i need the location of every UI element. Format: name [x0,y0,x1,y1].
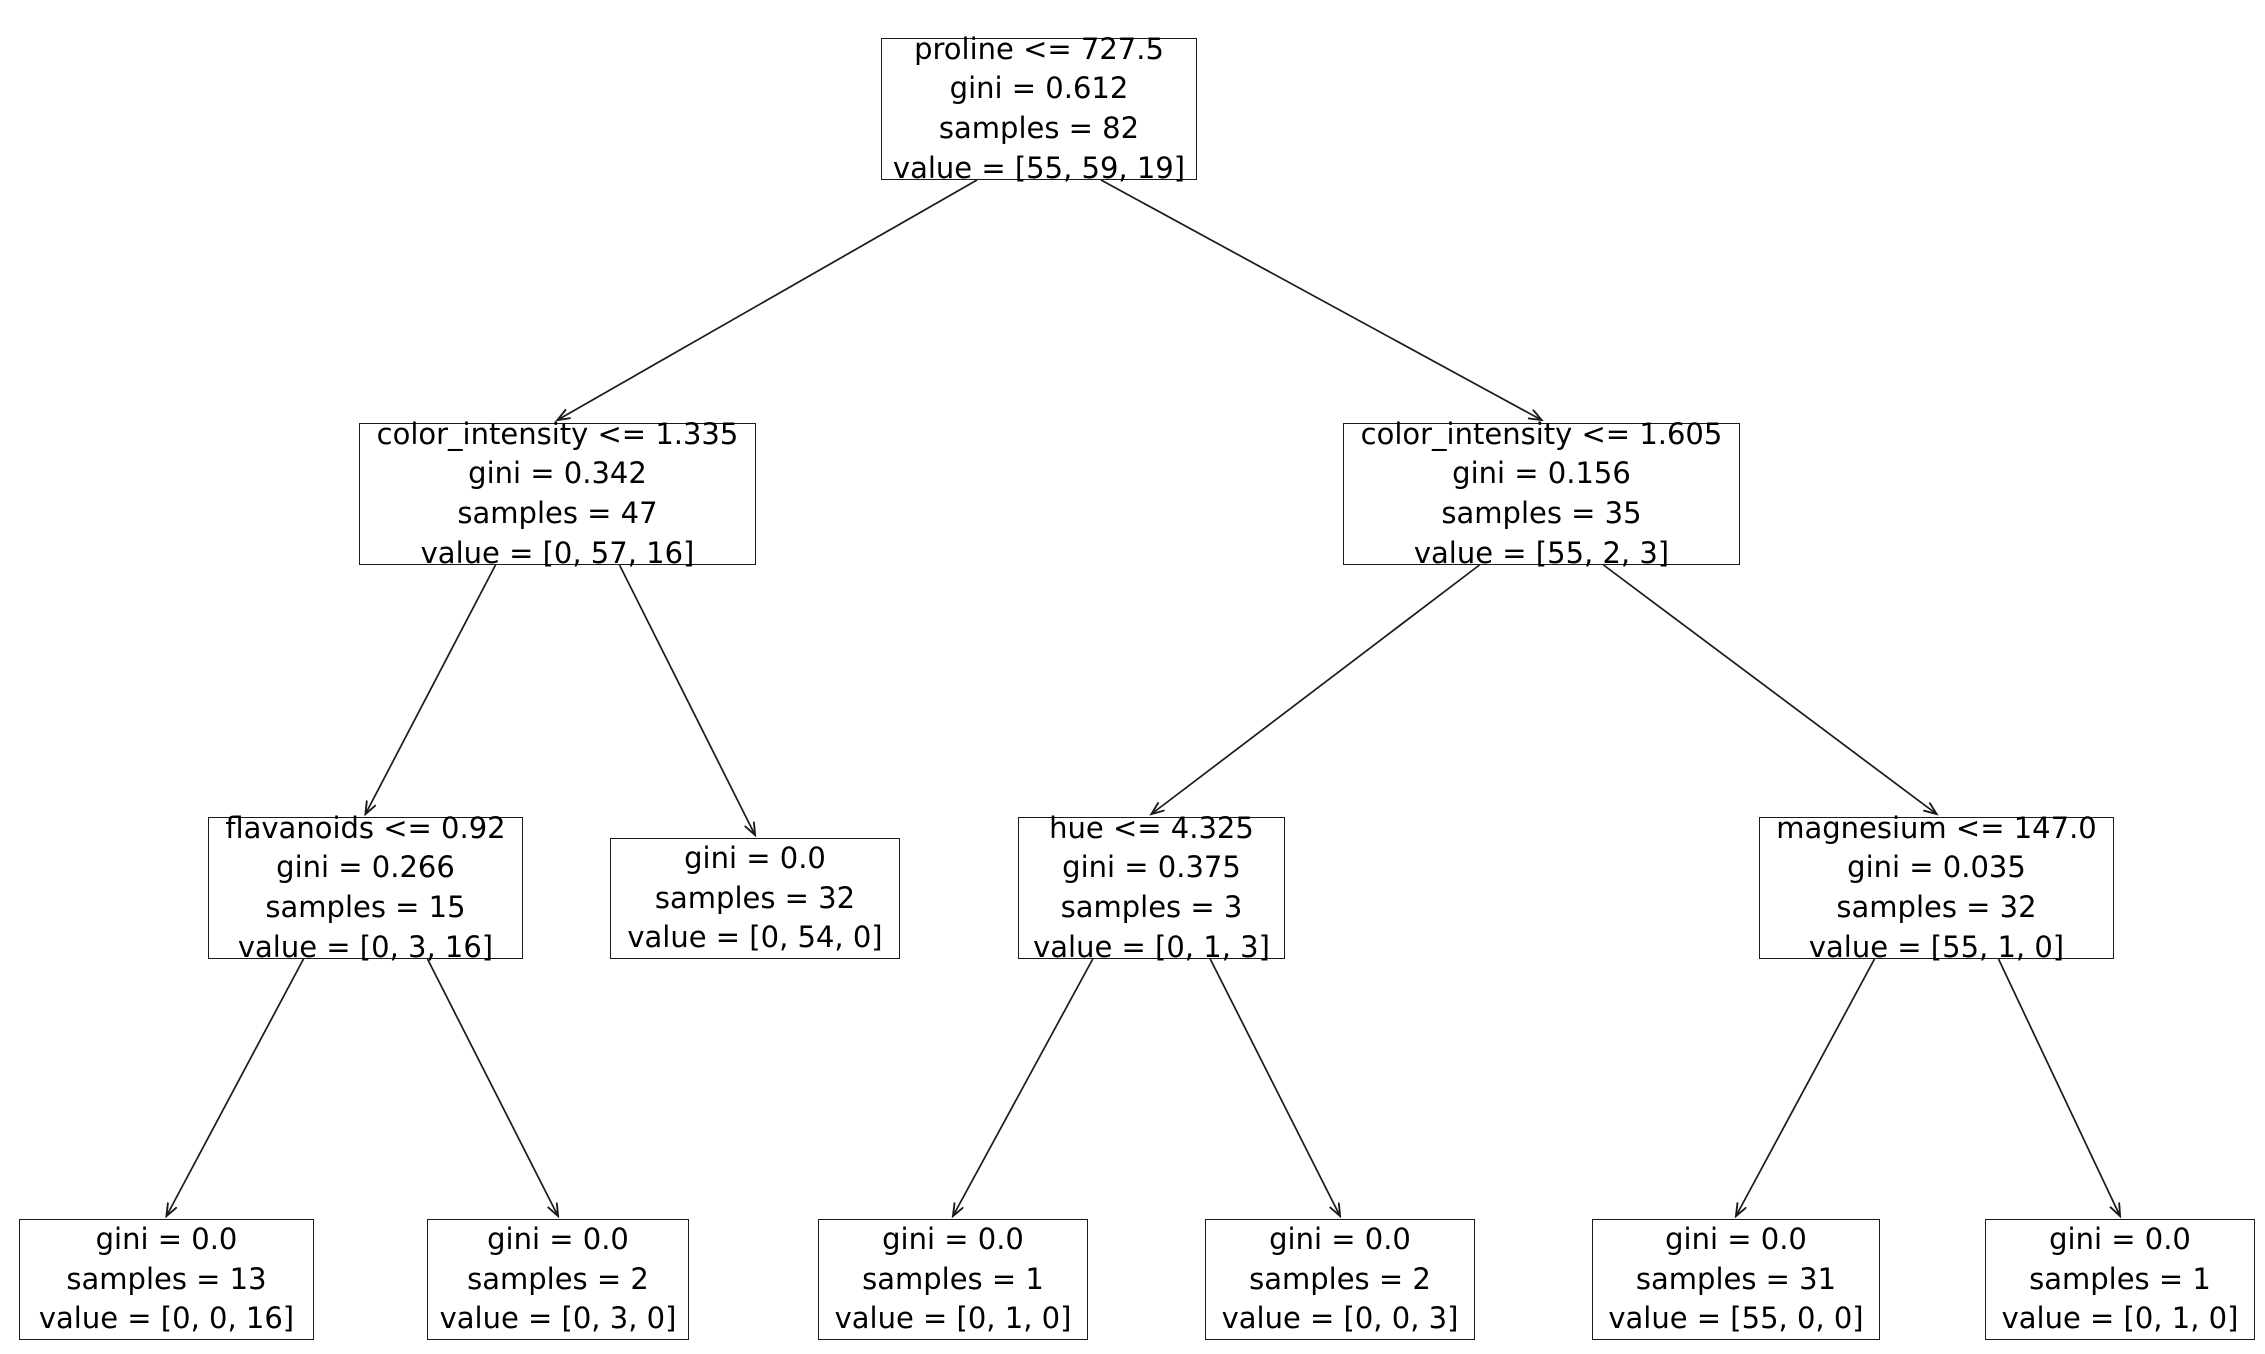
node-text-line: gini = 0.0 [1665,1221,1807,1256]
node-text-line: hue <= 4.325 [1049,810,1254,845]
node-text-line: gini = 0.035 [1847,850,2026,885]
node-text-line: samples = 31 [1635,1261,1837,1296]
node-text-line: gini = 0.0 [2049,1221,2191,1256]
node-text-line: samples = 35 [1441,496,1642,530]
tree-decision-node: hue <= 4.325 gini = 0.375 samples = 3 value… [1018,811,1285,964]
tree-leaf-node: gini = 0.0 samples = 13 value = [0, 0, 16] [19,1219,314,1340]
node-text-line: color_intensity <= 1.335 [376,416,739,451]
node-text-line: value = [0, 1, 0] [2001,1301,2239,1336]
node-text-line: gini = 0.0 [882,1221,1024,1256]
node-text-line: gini = 0.0 [684,840,826,875]
tree-leaf-node: gini = 0.0 samples = 2 value = [0, 3, 0] [427,1219,689,1340]
tree-leaf-node: gini = 0.0 samples = 1 value = [0, 1, 0] [818,1219,1088,1340]
node-text-line: value = [0, 57, 16] [420,535,695,570]
node-text-line: color_intensity <= 1.605 [1360,416,1723,451]
tree-leaf-node: gini = 0.0 samples = 32 value = [0, 54, 0] [610,838,900,959]
node-text-line: samples = 2 [1249,1261,1431,1296]
node-text-line: value = [0, 3, 16] [237,929,494,964]
node-text-line: proline <= 727.5 [914,31,1164,66]
tree-leaf-node: gini = 0.0 samples = 31 value = [55, 0, 0] [1592,1219,1880,1340]
node-text-line: value = [0, 1, 3] [1033,929,1270,964]
node-text-line: value = [55, 59, 19] [892,150,1186,185]
node-text-line: gini = 0.266 [276,850,455,885]
node-text-line: samples = 47 [457,496,658,530]
tree-leaf-node: gini = 0.0 samples = 1 value = [0, 1, 0] [1985,1219,2255,1340]
node-text-line: value = [55, 1, 0] [1808,929,2065,964]
node-text-line: samples = 82 [938,111,1140,145]
node-text-line: samples = 3 [1060,890,1243,924]
tree-decision-node: color_intensity <= 1.335 gini = 0.342 samp… [359,417,756,570]
node-text-line: gini = 0.156 [1452,456,1631,491]
tree-decision-node: proline <= 727.5 gini = 0.612 samples = 82… [881,32,1197,185]
tree-leaf-node: gini = 0.0 samples = 2 value = [0, 0, 3] [1205,1219,1475,1340]
node-text-line: value = [0, 0, 3] [1221,1301,1459,1336]
node-text-line: gini = 0.375 [1062,850,1241,885]
node-text-line: gini = 0.0 [1269,1221,1411,1256]
node-text-line: samples = 2 [467,1261,649,1296]
node-text-line: gini = 0.0 [487,1221,629,1256]
node-text-line: value = [55, 0, 0] [1608,1301,1864,1336]
tree-decision-node: flavanoids <= 0.92 gini = 0.266 samples = … [208,811,523,964]
node-text-line: samples = 1 [2029,1261,2211,1296]
node-text-line: gini = 0.0 [95,1221,238,1256]
node-text-line: value = [0, 1, 0] [834,1301,1072,1336]
tree-decision-node: magnesium <= 147.0 gini = 0.035 samples = … [1759,811,2114,964]
tree-decision-node: color_intensity <= 1.605 gini = 0.156 samp… [1343,417,1740,570]
node-text-line: magnesium <= 147.0 [1776,810,2097,845]
node-text-line: samples = 15 [265,890,466,924]
node-text-line: gini = 0.612 [949,71,1129,106]
node-text-line: value = [0, 3, 0] [439,1301,677,1336]
node-text-line: gini = 0.342 [468,456,647,491]
node-text-line: value = [55, 2, 3] [1413,535,1670,570]
node-text-line: samples = 1 [862,1261,1044,1296]
node-text-line: samples = 32 [654,880,856,915]
node-text-line: value = [0, 0, 16] [38,1301,295,1336]
node-text-line: samples = 13 [66,1261,267,1296]
node-text-line: samples = 32 [1836,890,2037,924]
node-text-line: flavanoids <= 0.92 [225,810,506,845]
node-text-line: value = [0, 54, 0] [627,920,883,955]
